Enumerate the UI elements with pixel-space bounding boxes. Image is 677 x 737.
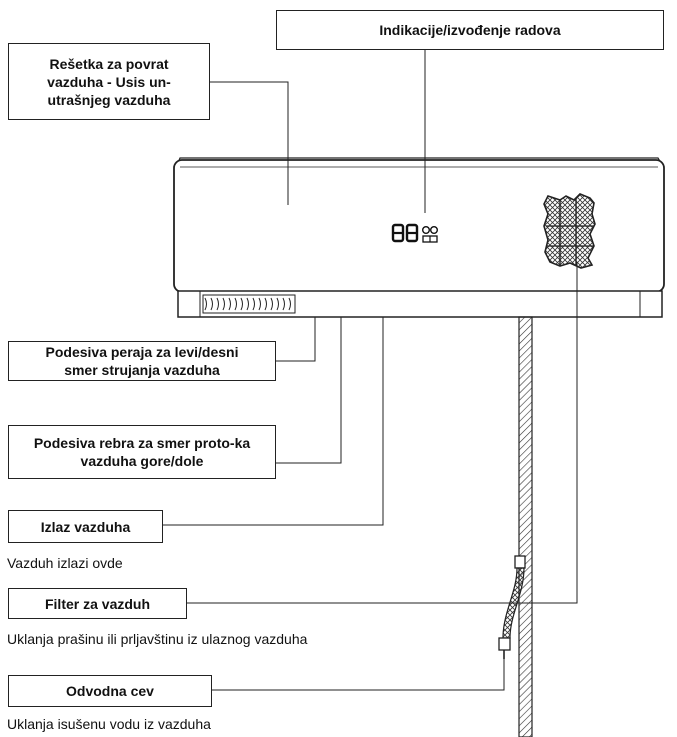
flaps-label: Podesiva rebra za smer proto-ka vazduha … bbox=[8, 425, 276, 479]
air-outlet-description: Vazduh izlazi ovde bbox=[7, 555, 123, 571]
segment-display-icon bbox=[391, 223, 439, 243]
drain-hose-label: Odvodna cev bbox=[8, 675, 212, 707]
pipe-lines bbox=[518, 316, 533, 737]
louvers-label: Podesiva peraja za levi/desni smer struj… bbox=[8, 341, 276, 381]
filter-mesh-icon bbox=[543, 193, 596, 269]
louver-grille-icon bbox=[202, 294, 296, 314]
drain-hose-description: Uklanja isušenu vodu iz vazduha bbox=[7, 716, 211, 732]
return-grille-label: Rešetka za povrat vazduha - Usis un-utra… bbox=[8, 43, 210, 120]
indoor-unit bbox=[173, 157, 665, 318]
air-outlet-label: Izlaz vazduha bbox=[8, 510, 163, 543]
air-filter-description: Uklanja prašinu ili prljavštinu iz ulazn… bbox=[7, 631, 308, 647]
air-filter-label: Filter za vazduh bbox=[8, 588, 187, 619]
display-label: Indikacije/izvođenje radova bbox=[276, 10, 664, 50]
leader-lines bbox=[163, 50, 578, 691]
